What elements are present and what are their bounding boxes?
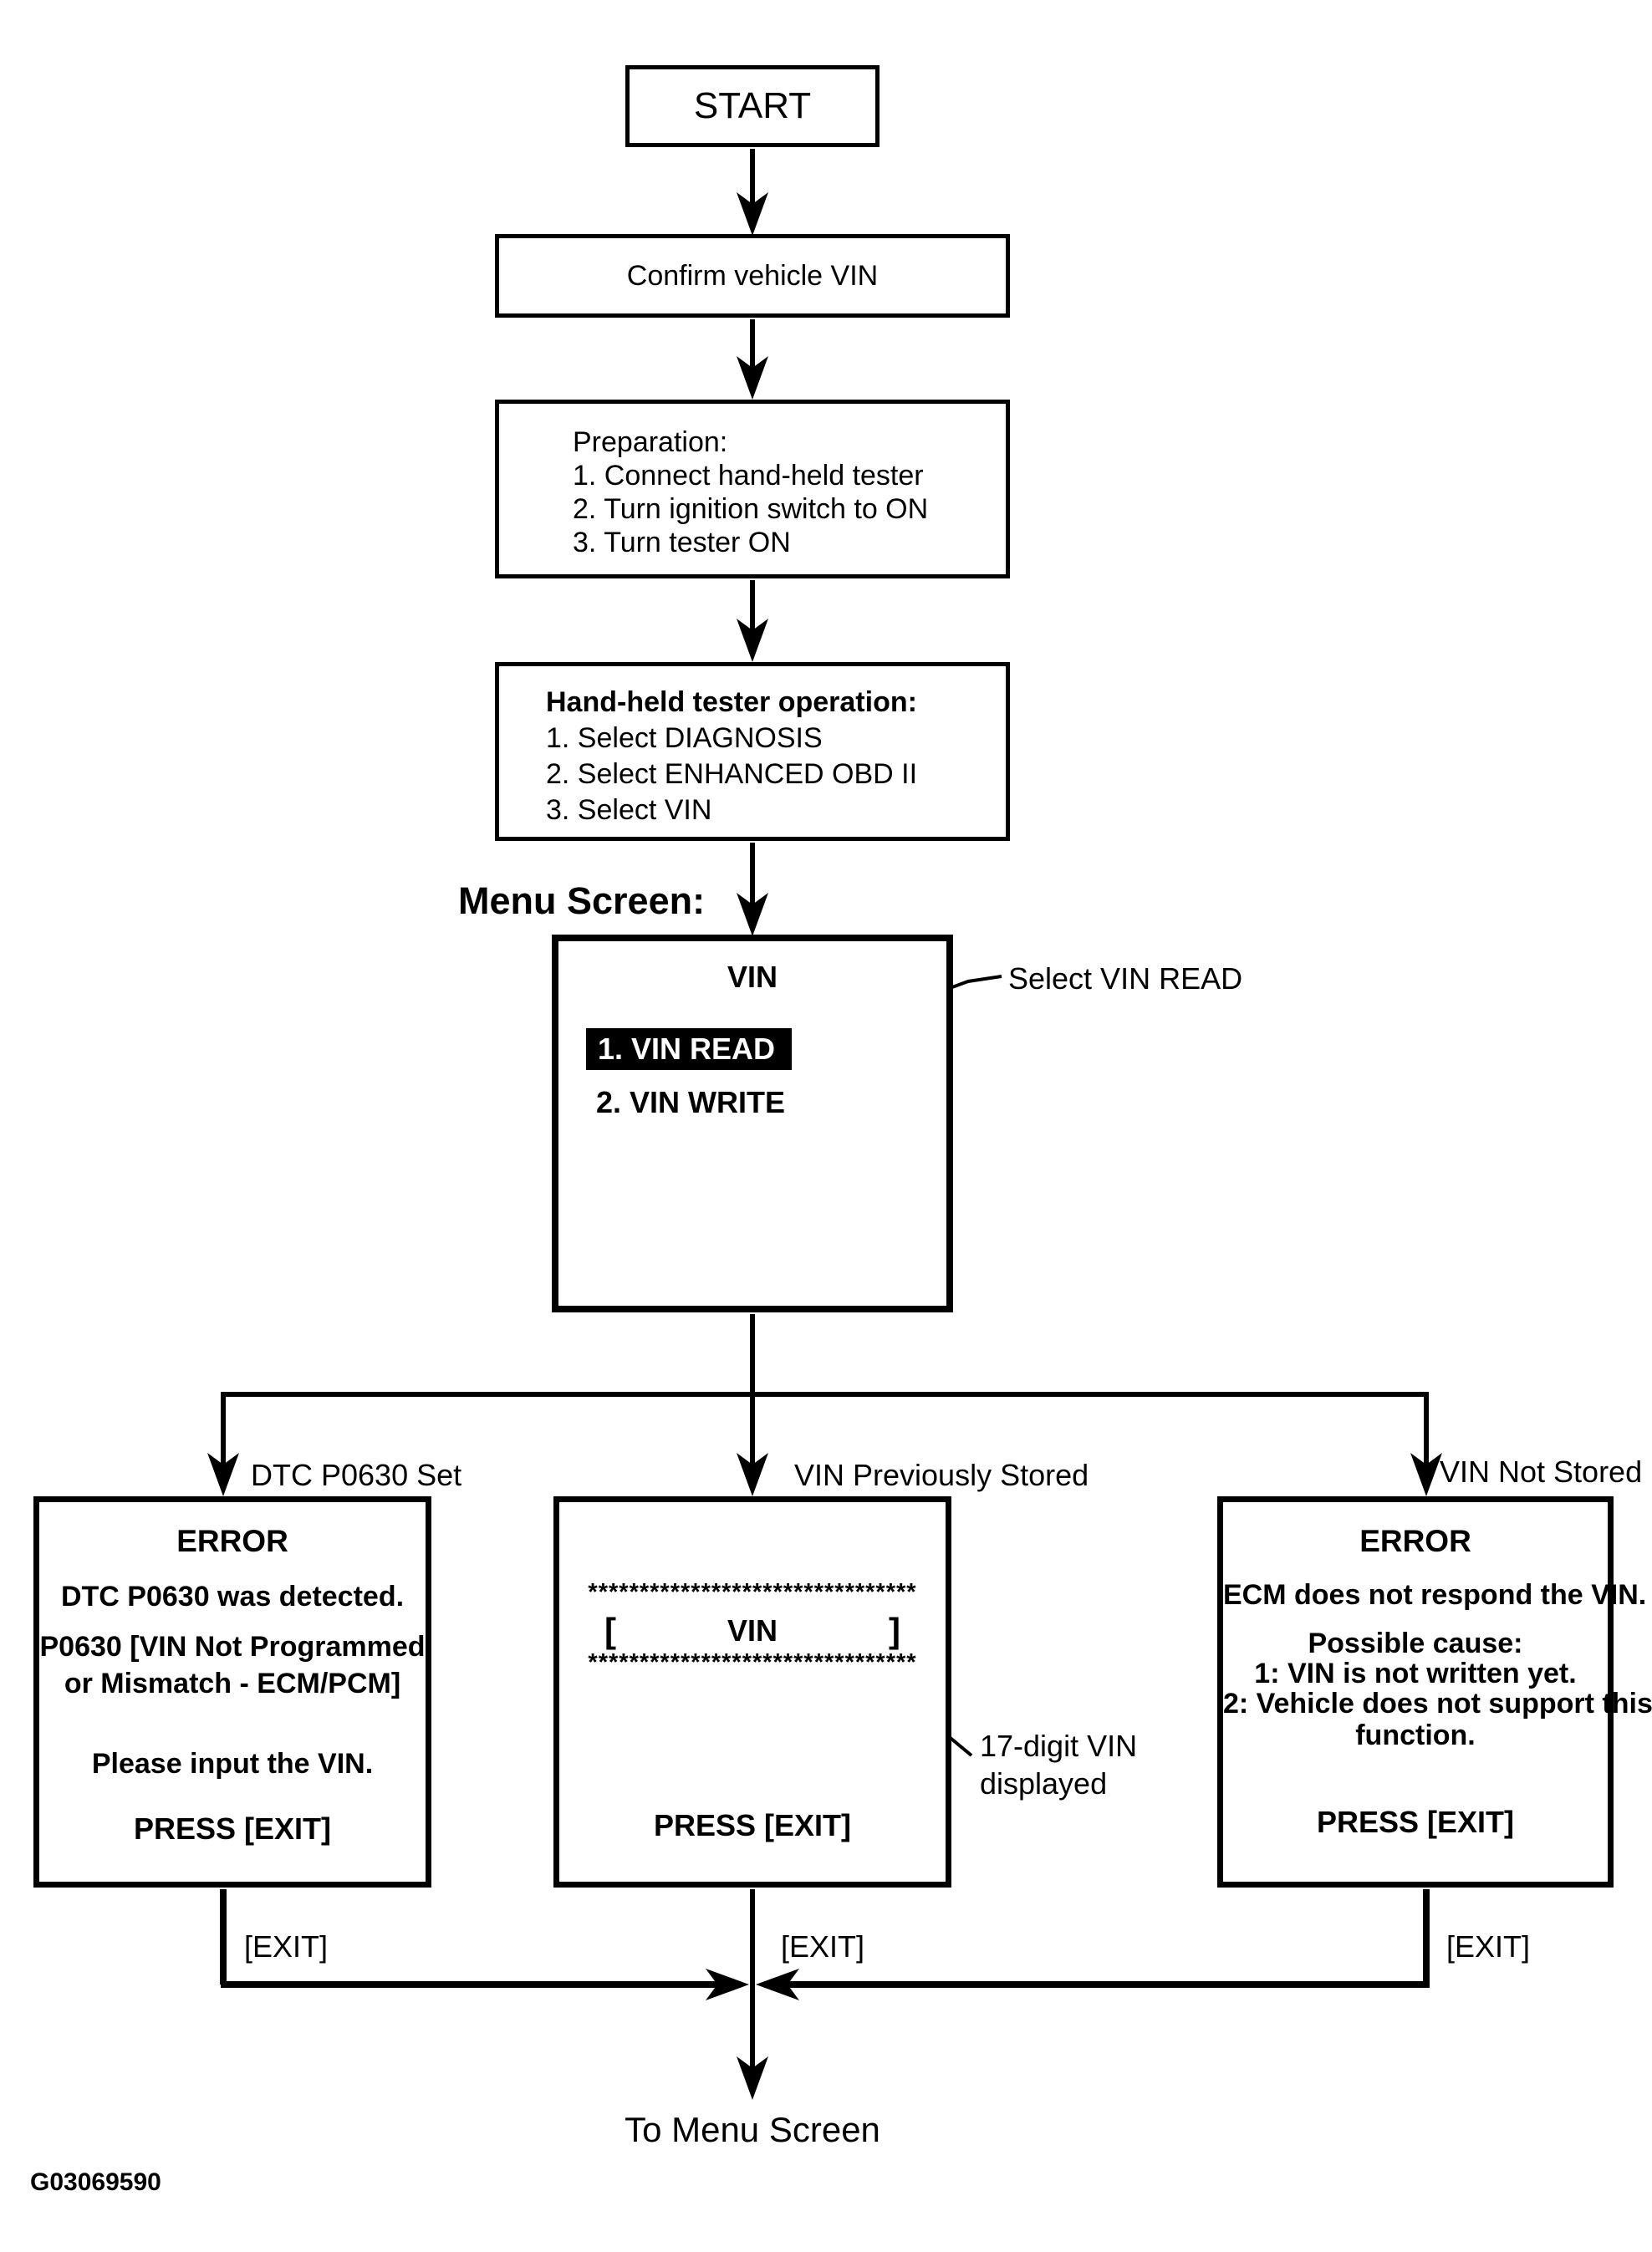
arrow-tester-to-menu (737, 843, 768, 936)
vin-bracket-open: [ (604, 1611, 616, 1650)
start-label: START (693, 85, 812, 126)
menu-screen-title: VIN (727, 960, 778, 994)
seventeen-digit-callout-line1: 17-digit VIN (980, 1729, 1138, 1763)
arrow-confirm-to-preparation (737, 319, 768, 400)
seventeen-digit-callout: 17-digit VIN displayed (980, 1727, 1164, 1802)
vin-stored-stars-top: ******************************** (588, 1579, 917, 1606)
error-dtc-node: ERROR DTC P0630 was detected. P0630 [VIN… (33, 1496, 431, 1888)
tester-operation-title: Hand-held tester operation: (546, 686, 917, 718)
preparation-title: Preparation: (573, 426, 728, 458)
start-node: START (625, 65, 880, 147)
error-ns-line3: 1: VIN is not written yet. (1254, 1658, 1577, 1689)
preparation-step: 1. Connect hand-held tester (573, 460, 924, 492)
error-ns-line1: ECM does not respond the VIN. (1223, 1579, 1647, 1611)
error-not-stored-node: ERROR ECM does not respond the VIN. Poss… (1217, 1496, 1652, 1888)
arrow-preparation-to-tester (737, 580, 768, 662)
seventeen-digit-callout-line2: displayed (980, 1766, 1108, 1801)
error-ns-line5: function. (1355, 1720, 1476, 1751)
figure-id: G03069590 (30, 2168, 161, 2196)
vin-stored-stars-bottom: ******************************** (588, 1649, 917, 1676)
tester-operation-node: Hand-held tester operation: 1. Select DI… (495, 662, 1010, 841)
menu-screen-node: VIN 1. VIN READ 2. VIN WRITE (552, 935, 953, 1312)
tester-operation-step: 3. Select VIN (546, 794, 712, 826)
error-dtc-title: ERROR (176, 1524, 288, 1558)
exit-label-right: [EXIT] (1446, 1929, 1531, 1964)
branch-label-vin-stored: VIN Previously Stored (794, 1458, 1089, 1492)
select-vin-read-callout: Select VIN READ (1008, 961, 1243, 996)
error-dtc-press-exit: PRESS [EXIT] (133, 1811, 332, 1846)
confirm-vin-node: Confirm vehicle VIN (495, 234, 1010, 318)
error-ns-title: ERROR (1359, 1524, 1471, 1558)
error-ns-line4: 2: Vehicle does not support this (1223, 1688, 1652, 1720)
tester-operation-step: 2. Select ENHANCED OBD II (546, 758, 918, 790)
error-ns-line2: Possible cause: (1308, 1628, 1523, 1659)
vin-bracket-close: ] (888, 1611, 900, 1650)
error-dtc-line3: or Mismatch - ECM/PCM] (64, 1668, 401, 1699)
error-dtc-line1: DTC P0630 was detected. (60, 1581, 405, 1613)
error-ns-press-exit: PRESS [EXIT] (1316, 1805, 1515, 1839)
error-dtc-line2: P0630 [VIN Not Programmed (39, 1631, 426, 1663)
arrow-start-to-confirm (737, 149, 768, 236)
preparation-step: 2. Turn ignition switch to ON (573, 493, 929, 525)
menu-item-vin-write: 2. VIN WRITE (596, 1085, 786, 1119)
branch-label-vin-not-stored: VIN Not Stored (1440, 1455, 1643, 1489)
exit-label-center: [EXIT] (781, 1929, 865, 1964)
vin-stored-node: ******************************** [ VIN ]… (553, 1496, 951, 1888)
preparation-node: Preparation: 1. Connect hand-held tester… (495, 400, 1010, 578)
error-dtc-line4: Please input the VIN. (91, 1748, 374, 1780)
menu-screen-heading: Menu Screen: (458, 879, 706, 922)
arrow-exit-left-to-center (221, 1969, 749, 2000)
preparation-step: 3. Turn tester ON (573, 527, 791, 558)
arrow-branch-right (1410, 1392, 1442, 1496)
menu-item-vin-read: 1. VIN READ (586, 1028, 792, 1070)
arrow-branch-center (737, 1392, 768, 1496)
exit-label-left: [EXIT] (244, 1929, 329, 1964)
arrow-branch-left (207, 1392, 239, 1496)
arrow-to-menu-screen (737, 1889, 768, 2100)
vin-stored-press-exit: PRESS [EXIT] (653, 1808, 852, 1842)
vin-stored-vin-label: VIN (727, 1613, 778, 1648)
confirm-vin-label: Confirm vehicle VIN (626, 259, 879, 292)
arrow-exit-right-to-center (756, 1969, 1430, 2000)
branch-label-dtc-set: DTC P0630 Set (251, 1458, 462, 1492)
to-menu-screen-label: To Menu Screen (625, 2110, 880, 2149)
tester-operation-step: 1. Select DIAGNOSIS (546, 722, 823, 754)
